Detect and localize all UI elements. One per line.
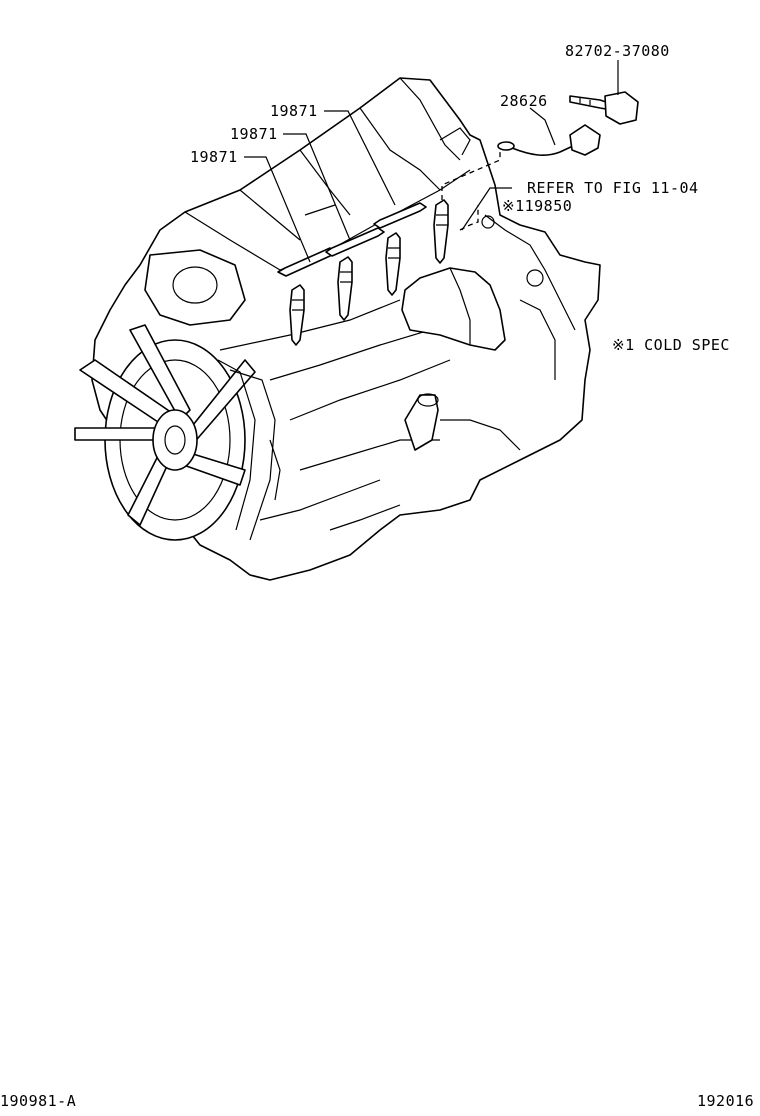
dashed-link (441, 148, 501, 200)
head-cover-ridge (239, 189, 301, 241)
wire-terminal (497, 141, 515, 151)
cold-spec-note: ※1 COLD SPEC (612, 336, 730, 354)
relay-detail (579, 98, 591, 105)
side-housing (484, 214, 576, 331)
block-line (289, 359, 451, 421)
leader-connector-3 (244, 156, 311, 263)
relay-part-label: 82702-37080 (565, 42, 670, 60)
glow-plug (289, 284, 305, 346)
belt (229, 369, 276, 541)
wire-connector (569, 124, 601, 156)
glow-plug-part-label: ※119850 (502, 197, 573, 215)
connector-part-label-3: 19871 (190, 148, 238, 166)
intake-manifold (401, 267, 506, 351)
alternator (144, 249, 246, 326)
leader-connector-1 (324, 110, 396, 206)
glow-plug-connector (325, 227, 385, 257)
footer-right-code: 192016 (697, 1092, 755, 1110)
manifold-edge (449, 267, 471, 345)
oil-filler-cap (417, 393, 439, 407)
leader-wire (529, 107, 556, 146)
footer-left-code: 190981-A (0, 1092, 77, 1110)
oil-filler (404, 394, 439, 451)
glow-plug (433, 199, 449, 264)
block-line (329, 504, 401, 531)
block-line (269, 439, 281, 501)
cooling-fan (74, 324, 256, 541)
head-cover-ridge (304, 204, 336, 216)
head-cover-ridge (299, 149, 351, 216)
block-line (259, 479, 381, 521)
alternator-pulley (172, 266, 218, 304)
dashed-link (459, 205, 479, 231)
wire-part-label: 28626 (500, 92, 548, 110)
bolt-circle (481, 215, 495, 229)
leader-connector-2 (283, 133, 351, 241)
connector-part-label-2: 19871 (230, 125, 278, 143)
bolt-circle (526, 269, 544, 287)
leader-glow-plug (461, 187, 512, 231)
glow-plug-connector (373, 202, 427, 229)
relay-body (604, 91, 639, 125)
head-cover-ridge (439, 127, 471, 156)
glow-plug-wire (511, 144, 576, 157)
side-housing (440, 419, 521, 451)
side-housing (519, 299, 556, 380)
head-cover-ridge (359, 107, 441, 191)
refer-note: REFER TO FIG 11-04 (527, 179, 699, 197)
connector-part-label-1: 19871 (270, 102, 318, 120)
glow-plug (337, 256, 353, 321)
glow-plug (385, 232, 401, 296)
block-line (219, 299, 401, 351)
belt (217, 359, 256, 531)
head-cover-ridge (399, 77, 461, 161)
